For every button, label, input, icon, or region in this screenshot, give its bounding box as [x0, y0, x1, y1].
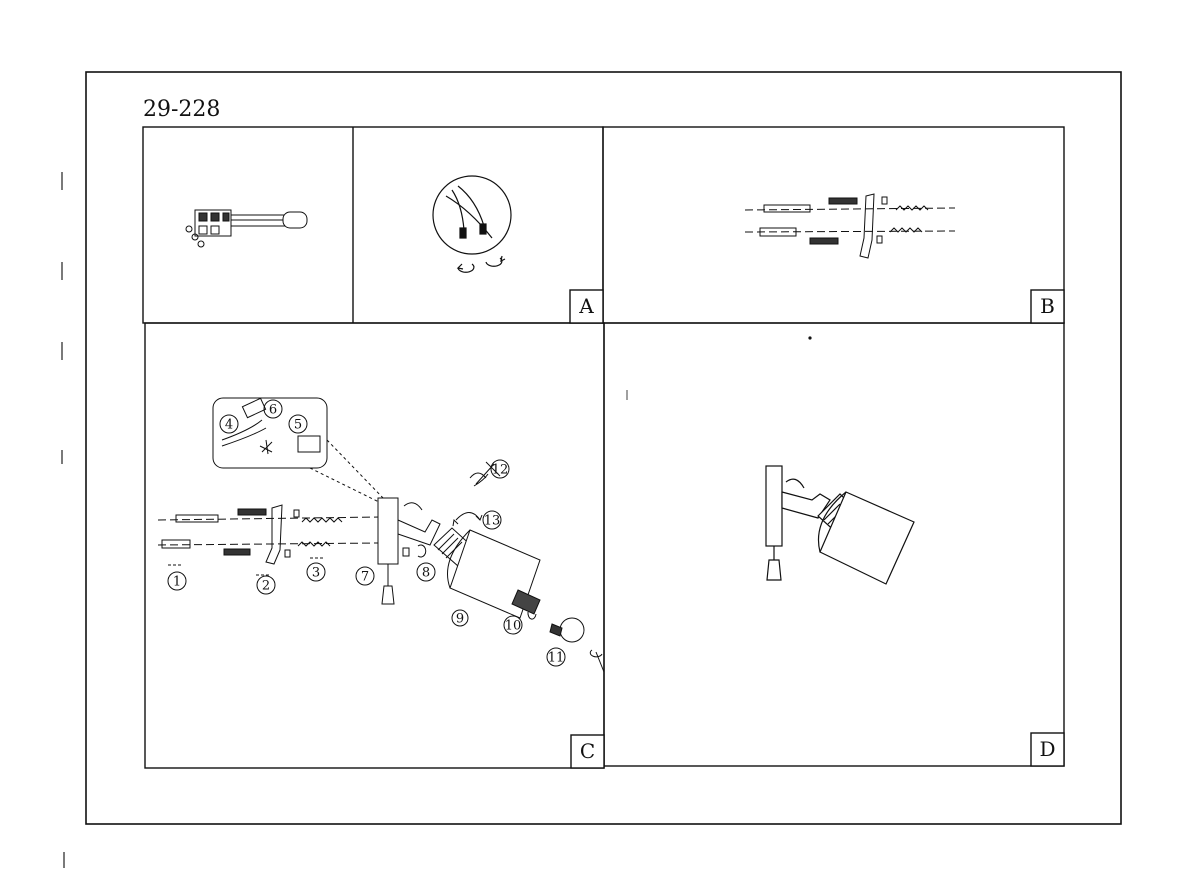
svg-text:6: 6	[269, 403, 277, 418]
callout-3: 3	[306, 562, 326, 582]
svg-text:2: 2	[262, 579, 270, 594]
assembled-lamp-illustration	[626, 336, 915, 585]
svg-text:3: 3	[312, 566, 320, 581]
model-number: 29-228	[143, 97, 220, 122]
callout-5: 5	[288, 414, 308, 434]
svg-text:4: 4	[225, 418, 233, 433]
terminal-block-illustration	[185, 209, 308, 248]
callout-9: 9	[451, 609, 469, 627]
callout-6: 6	[263, 399, 283, 419]
exploded-view-illustration	[157, 397, 605, 673]
mounting-hardware-illustration	[744, 193, 956, 259]
svg-text:D: D	[1039, 737, 1055, 761]
outer-frame	[85, 71, 1122, 825]
callout-4: 4	[219, 414, 239, 434]
panel-label-b: B	[1030, 289, 1065, 324]
svg-text:A: A	[578, 294, 594, 318]
callout-13: 13	[482, 510, 502, 530]
svg-text:1: 1	[173, 575, 181, 590]
panel-label-a: A	[569, 289, 604, 324]
svg-text:B: B	[1040, 294, 1055, 318]
panel-grid	[142, 126, 1065, 769]
wire-detail-illustration	[432, 175, 512, 273]
svg-text:13: 13	[484, 514, 501, 529]
svg-text:9: 9	[456, 612, 464, 627]
callout-11: 11	[546, 647, 566, 667]
wiring-inset	[212, 397, 328, 469]
svg-text:10: 10	[505, 619, 522, 634]
svg-text:12: 12	[492, 463, 509, 478]
panel-label-d: D	[1030, 732, 1065, 767]
panel-label-c: C	[570, 734, 605, 769]
svg-text:C: C	[580, 739, 595, 763]
margin-marks	[61, 172, 65, 868]
svg-text:7: 7	[361, 570, 369, 585]
svg-text:5: 5	[294, 418, 302, 433]
callout-12: 12	[490, 459, 510, 479]
callout-8: 8	[416, 562, 436, 582]
callout-10: 10	[503, 615, 523, 635]
callout-2: 2	[256, 575, 276, 595]
svg-text:11: 11	[548, 651, 565, 666]
svg-text:8: 8	[422, 566, 430, 581]
callout-1: 1	[167, 571, 187, 591]
callout-7: 7	[355, 566, 375, 586]
